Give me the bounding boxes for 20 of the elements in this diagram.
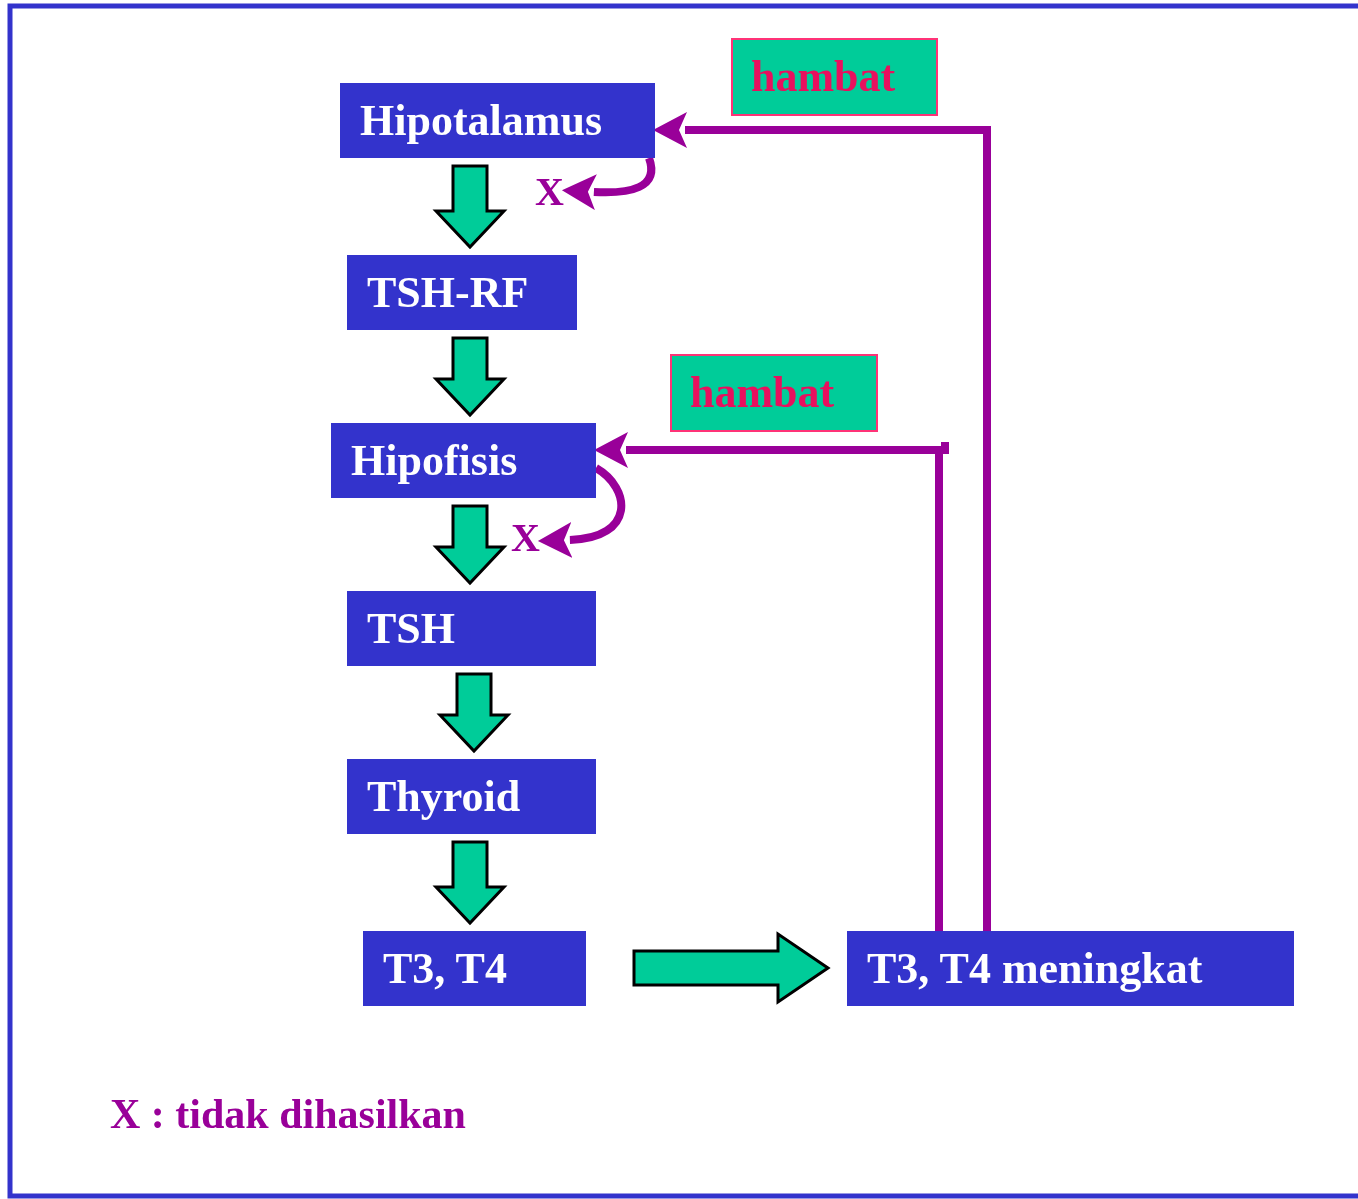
block-arrow (432, 164, 508, 250)
blocked-mark: X (535, 172, 564, 212)
block-arrow (436, 672, 512, 754)
curved-arrow (538, 464, 626, 558)
legend-note: X : tidak dihasilkan (110, 1090, 466, 1138)
process-box: Hipofisis (331, 423, 596, 498)
process-box: T3, T4 (363, 931, 586, 1006)
process-box: TSH (347, 591, 596, 666)
block-arrow (432, 504, 508, 586)
process-box: T3, T4 meningkat (847, 931, 1294, 1006)
block-arrow (432, 840, 508, 926)
curved-arrow (561, 156, 656, 211)
process-box: Thyroid (347, 759, 596, 834)
blocked-mark: X (511, 518, 540, 558)
block-arrow (632, 931, 831, 1005)
edge-label: hambat (731, 38, 938, 116)
process-box: Hipotalamus (340, 83, 655, 158)
block-arrow (432, 336, 508, 418)
edge-label: hambat (670, 354, 878, 432)
process-box: TSH-RF (347, 255, 577, 330)
